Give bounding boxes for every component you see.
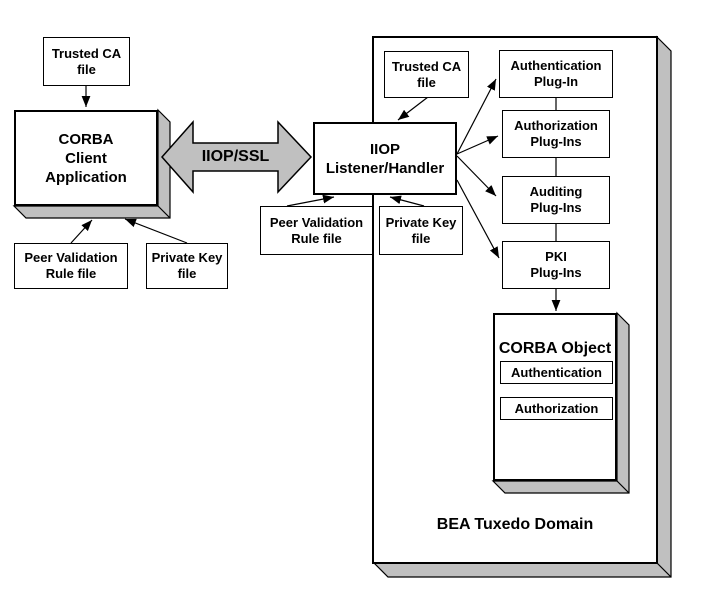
node-iiop-listener-handler: IIOP Listener/Handler: [313, 122, 457, 195]
arrow-listener-to-authentication-plugin: [456, 78, 497, 155]
iiop-ssl-double-arrow: [160, 120, 313, 194]
node-corba-object-authorization: Authorization: [500, 397, 613, 420]
arrow-listener-to-auditing-plugins: [456, 155, 497, 197]
node-private-key-file-listener: Private Key file: [379, 206, 463, 255]
arrow-peervalidation-to-client: [70, 219, 93, 244]
node-peer-validation-rule-file-listener: Peer Validation Rule file: [260, 206, 373, 255]
node-corba-object-authentication: Authentication: [500, 361, 613, 384]
node-auditing-plugins: Auditing Plug-Ins: [502, 176, 610, 224]
arrow-trustedca-to-listener: [397, 96, 429, 121]
arrow-peervalidation-to-listener: [286, 194, 335, 207]
arrow-listener-to-authorization-plugins: [456, 135, 499, 155]
node-pki-plugins: PKI Plug-Ins: [502, 241, 610, 289]
tuxedo-domain-label: BEA Tuxedo Domain: [436, 516, 594, 533]
arrow-privatekey-to-client: [124, 218, 188, 244]
corba-object-title: CORBA Object: [498, 340, 612, 357]
node-authentication-plugin: Authentication Plug-In: [499, 50, 613, 98]
node-peer-validation-rule-file-client: Peer Validation Rule file: [14, 243, 128, 289]
corba-object-shadow: [491, 311, 630, 494]
arrow-privatekey-to-listener: [389, 195, 425, 207]
node-trusted-ca-file-listener: Trusted CA file: [384, 51, 469, 98]
corba-client-shadow-edge: [157, 205, 171, 219]
corba-object-shadow-edge: [616, 480, 630, 494]
iiop-ssl-label: IIOP/SSL: [201, 148, 270, 165]
node-trusted-ca-file-client: Trusted CA file: [43, 37, 130, 86]
arrow-listener-to-pki-plugins: [456, 179, 500, 259]
node-corba-client-application: CORBA Client Application: [14, 110, 158, 206]
node-private-key-file-client: Private Key file: [146, 243, 228, 289]
corba-client-shadow: [12, 108, 171, 219]
node-authorization-plugins: Authorization Plug-Ins: [502, 110, 610, 158]
tuxedo-domain-shadow-edge: [656, 562, 672, 578]
